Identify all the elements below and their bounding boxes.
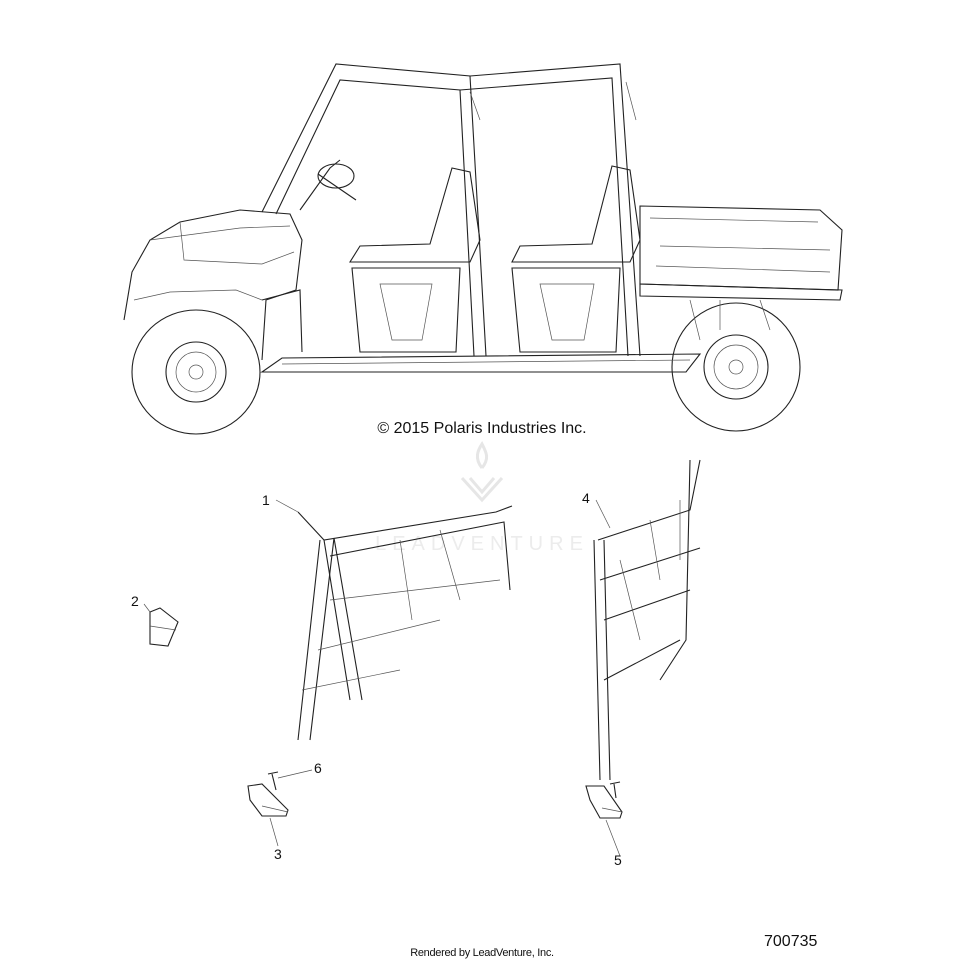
front-wheel	[131, 309, 261, 435]
bracket-part-5	[585, 781, 623, 819]
footer-credit: Rendered by LeadVenture, Inc.	[410, 947, 554, 959]
screw-part-6	[267, 771, 279, 791]
clip-part-2	[149, 607, 179, 647]
bracket-part-3	[247, 783, 289, 817]
front-net-part-1	[297, 505, 513, 741]
callout-6: 6	[314, 760, 322, 776]
watermark-text: LEADVENTURE	[375, 533, 589, 555]
callout-3: 3	[274, 846, 282, 862]
callout-1: 1	[262, 492, 270, 508]
copyright-text: © 2015 Polaris Industries Inc.	[377, 420, 587, 437]
reference-number: 700735	[764, 933, 818, 950]
rear-wheel	[671, 302, 801, 432]
callout-4: 4	[582, 490, 590, 506]
callout-2: 2	[131, 593, 139, 609]
rear-net-part-4	[593, 459, 701, 781]
callout-5: 5	[614, 852, 622, 868]
